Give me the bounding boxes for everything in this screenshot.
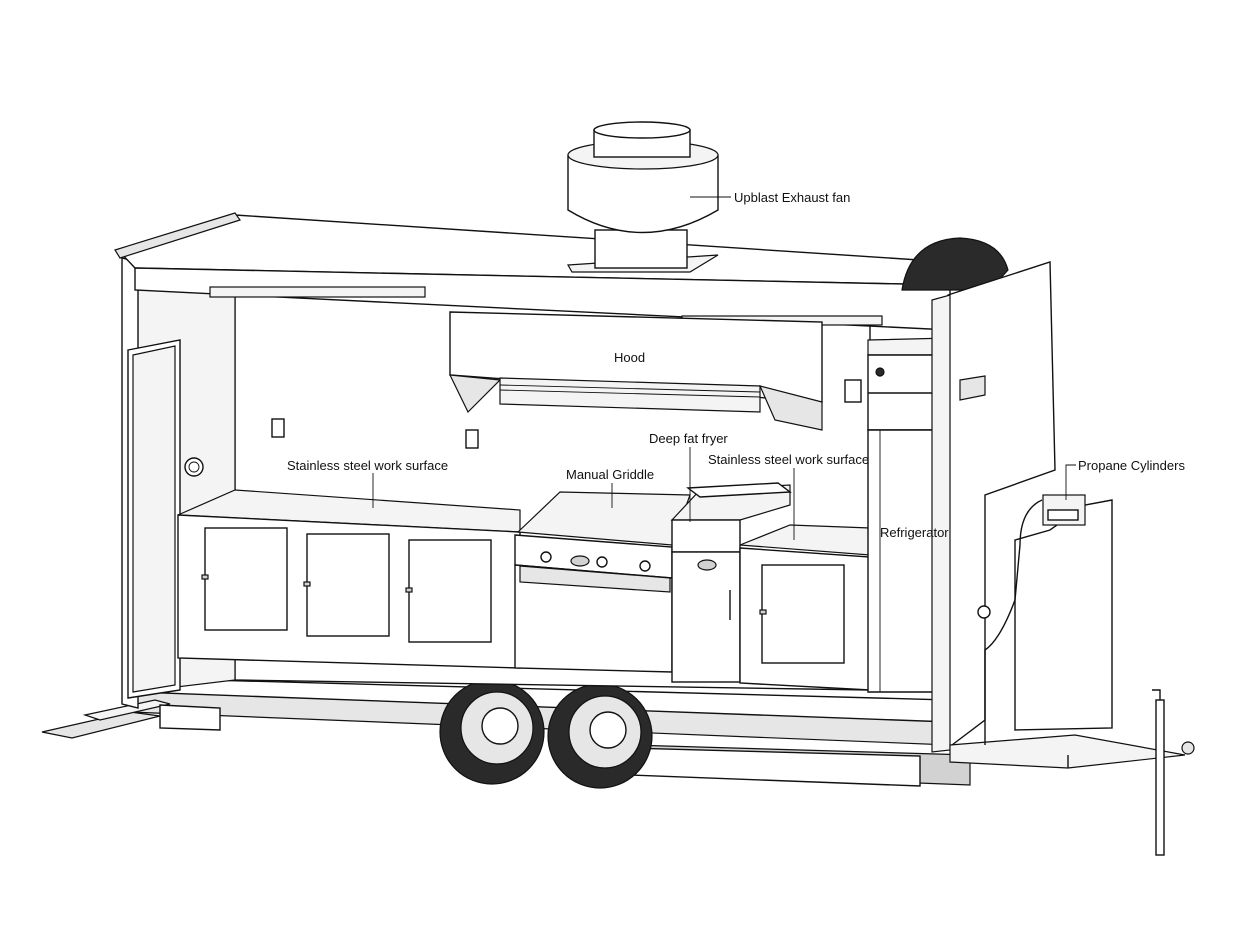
- hood: [448, 311, 823, 431]
- label-fryer: Deep fat fryer: [649, 431, 728, 446]
- label-griddle: Manual Griddle: [566, 467, 654, 482]
- wall-outlets: [271, 379, 862, 449]
- label-exhaust-fan: Upblast Exhaust fan: [734, 190, 850, 205]
- left-counter: [177, 489, 521, 669]
- leader-lines: [372, 196, 1076, 540]
- refrigerator: [867, 337, 951, 693]
- label-refrigerator: Refrigerator: [880, 525, 949, 540]
- label-propane: Propane Cylinders: [1078, 458, 1185, 473]
- right-counter: [739, 524, 871, 691]
- ac-unit: [901, 237, 1009, 291]
- label-work-surface-left: Stainless steel work surface: [287, 458, 448, 473]
- upblast-exhaust-fan: [567, 121, 719, 273]
- label-work-surface-right: Stainless steel work surface: [708, 452, 869, 467]
- trailer-tongue: [949, 689, 1195, 856]
- manual-griddle: [514, 491, 691, 673]
- left-door-frame: [121, 257, 204, 709]
- propane-cylinders: [977, 494, 1113, 745]
- deep-fat-fryer: [670, 482, 792, 683]
- right-frame: [931, 261, 1056, 753]
- wheels: [439, 679, 653, 789]
- label-hood: Hood: [614, 350, 645, 365]
